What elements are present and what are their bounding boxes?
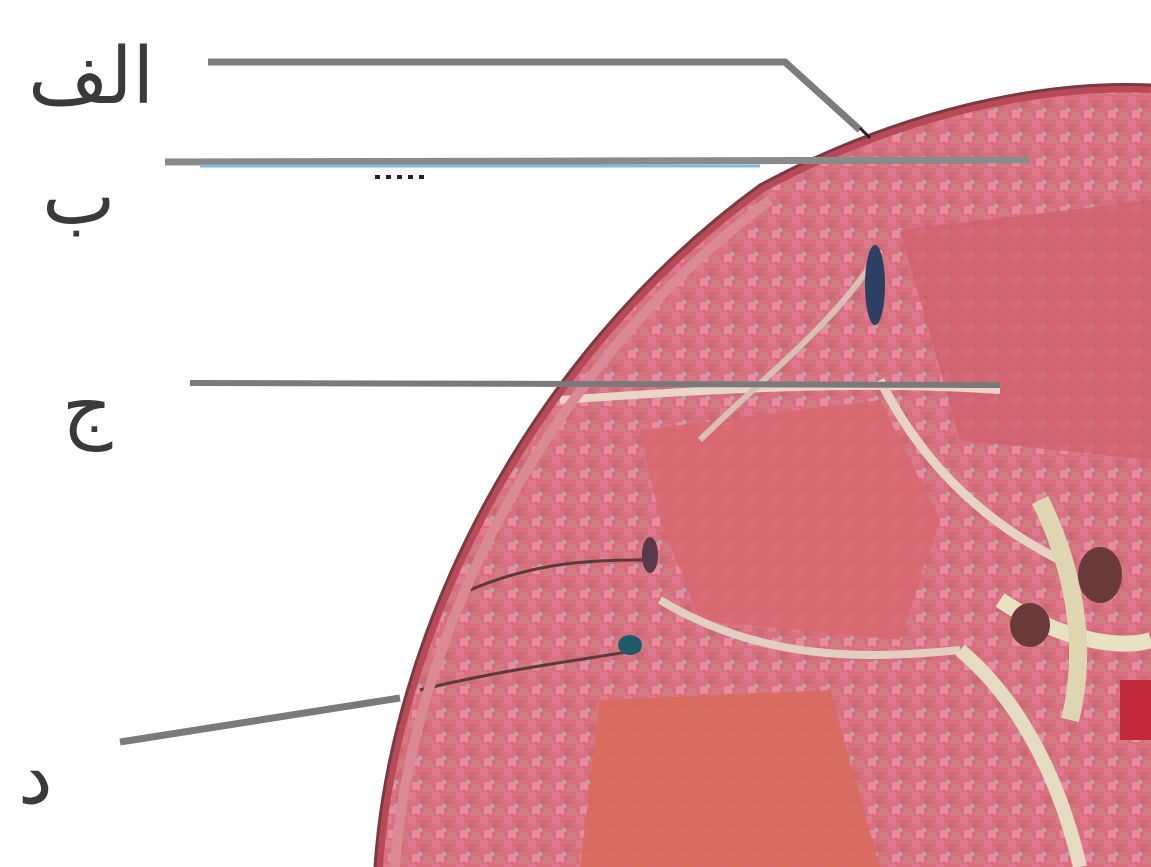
vessel	[642, 537, 658, 573]
leader-line-d	[120, 698, 400, 742]
label-b: ب	[42, 158, 115, 236]
label-d: د	[18, 738, 53, 816]
leader-line-c	[190, 383, 1000, 385]
label-c: ج	[62, 368, 112, 446]
label-a: الف	[28, 38, 154, 116]
muscle-block	[580, 690, 880, 867]
vessel	[618, 635, 642, 655]
vessel	[1120, 680, 1151, 740]
tissue-body	[360, 60, 1151, 867]
vessel	[865, 245, 885, 325]
vessel	[1010, 603, 1050, 647]
vessel	[1078, 547, 1122, 603]
leader-line-a	[208, 62, 860, 130]
leader-line-b	[165, 160, 1030, 162]
